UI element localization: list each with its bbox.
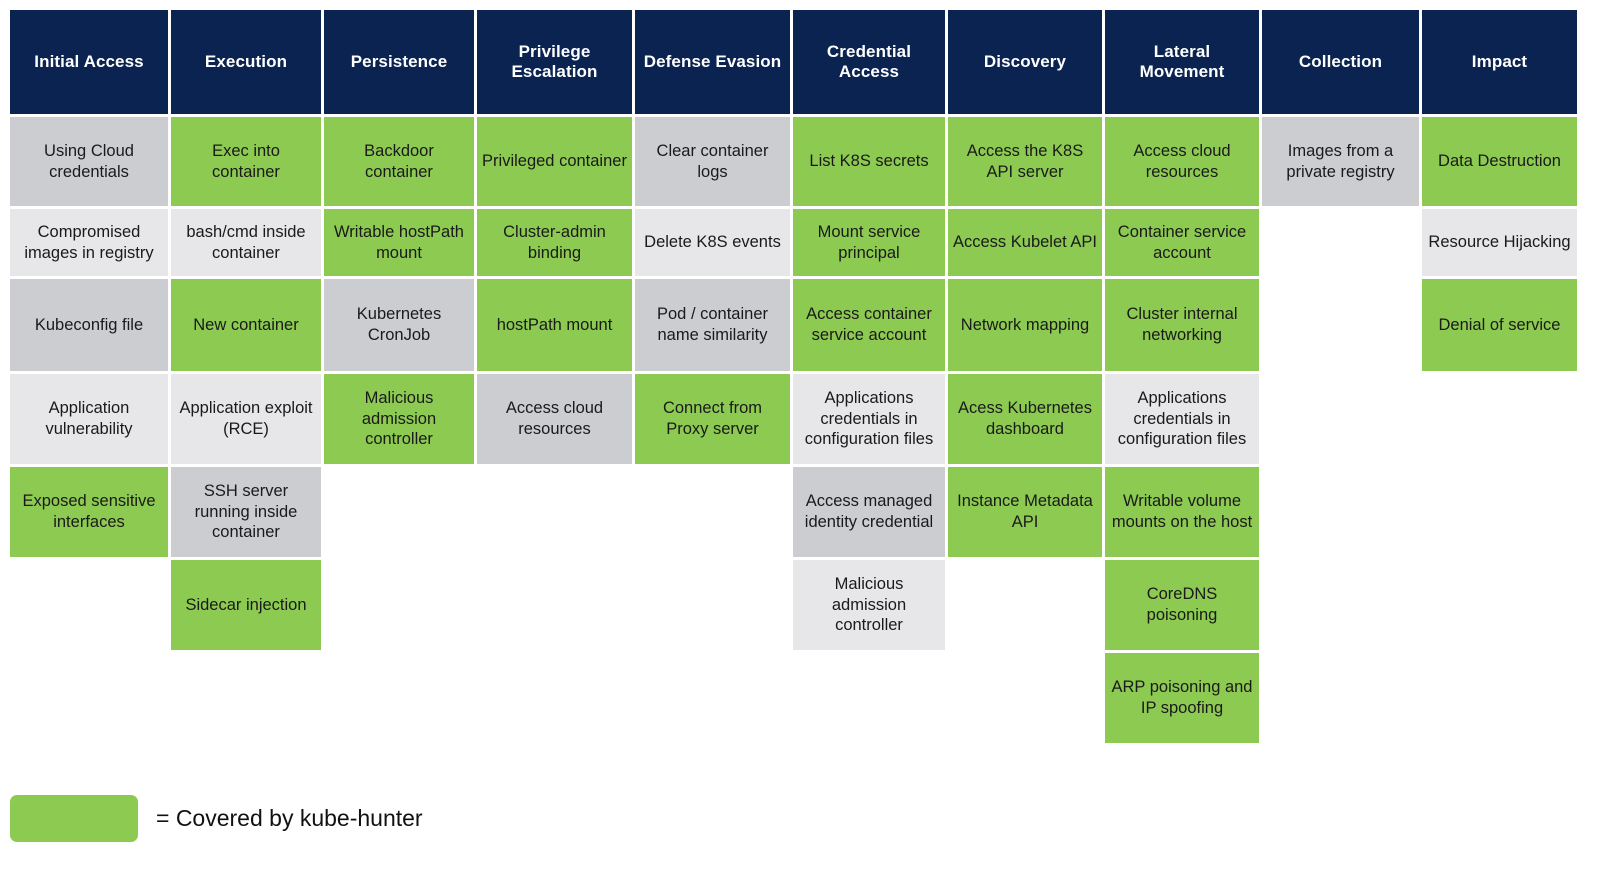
technique-cell[interactable]: Using Cloud credentials xyxy=(10,117,168,206)
technique-cell[interactable]: Delete K8S events xyxy=(635,209,790,276)
technique-cell[interactable]: Images from a private registry xyxy=(1262,117,1419,206)
technique-cell[interactable]: ARP poisoning and IP spoofing xyxy=(1105,653,1259,743)
technique-cell[interactable]: Network mapping xyxy=(948,279,1102,371)
technique-cell[interactable]: Backdoor container xyxy=(324,117,474,206)
technique-cell[interactable]: Malicious admission controller xyxy=(793,560,945,650)
technique-cell[interactable]: Kubernetes CronJob xyxy=(324,279,474,371)
technique-cell[interactable]: Access cloud resources xyxy=(1105,117,1259,206)
technique-cell[interactable]: Pod / container name similarity xyxy=(635,279,790,371)
technique-cell[interactable]: Access cloud resources xyxy=(477,374,632,464)
column-header-7[interactable]: Lateral Movement xyxy=(1105,10,1259,114)
technique-cell[interactable]: Access the K8S API server xyxy=(948,117,1102,206)
technique-cell[interactable]: Data Destruction xyxy=(1422,117,1577,206)
technique-cell[interactable]: Instance Metadata API xyxy=(948,467,1102,557)
column-header-0[interactable]: Initial Access xyxy=(10,10,168,114)
technique-cell[interactable]: Writable volume mounts on the host xyxy=(1105,467,1259,557)
technique-cell[interactable]: Connect from Proxy server xyxy=(635,374,790,464)
technique-cell[interactable]: Exec into container xyxy=(171,117,321,206)
column-header-5[interactable]: Credential Access xyxy=(793,10,945,114)
technique-cell[interactable]: Applications credentials in configuratio… xyxy=(1105,374,1259,464)
technique-cell[interactable]: Writable hostPath mount xyxy=(324,209,474,276)
technique-cell[interactable]: Application vulnerability xyxy=(10,374,168,464)
technique-cell[interactable]: Exposed sensitive interfaces xyxy=(10,467,168,557)
legend-label: = Covered by kube-hunter xyxy=(156,805,423,831)
technique-cell[interactable]: Cluster-admin binding xyxy=(477,209,632,276)
technique-cell[interactable]: List K8S secrets xyxy=(793,117,945,206)
column-header-4[interactable]: Defense Evasion xyxy=(635,10,790,114)
legend-color-swatch xyxy=(10,795,138,842)
technique-cell[interactable]: SSH server running inside container xyxy=(171,467,321,557)
technique-cell[interactable]: Denial of service xyxy=(1422,279,1577,371)
technique-cell[interactable]: Access container service account xyxy=(793,279,945,371)
technique-cell[interactable]: Container service account xyxy=(1105,209,1259,276)
technique-cell[interactable]: Sidecar injection xyxy=(171,560,321,650)
technique-cell[interactable]: Clear container logs xyxy=(635,117,790,206)
technique-cell[interactable]: Access Kubelet API xyxy=(948,209,1102,276)
technique-cell[interactable]: Application exploit (RCE) xyxy=(171,374,321,464)
technique-cell[interactable]: Access managed identity credential xyxy=(793,467,945,557)
technique-cell[interactable]: Cluster internal networking xyxy=(1105,279,1259,371)
column-header-9[interactable]: Impact xyxy=(1422,10,1577,114)
technique-cell[interactable]: bash/cmd inside container xyxy=(171,209,321,276)
technique-cell[interactable]: hostPath mount xyxy=(477,279,632,371)
technique-cell[interactable]: Privileged container xyxy=(477,117,632,206)
technique-cell[interactable]: Mount service principal xyxy=(793,209,945,276)
technique-cell[interactable]: Acess Kubernetes dashboard xyxy=(948,374,1102,464)
column-header-6[interactable]: Discovery xyxy=(948,10,1102,114)
legend: = Covered by kube-hunter xyxy=(10,795,423,842)
technique-cell[interactable]: Malicious admission controller xyxy=(324,374,474,464)
column-header-3[interactable]: Privilege Escalation xyxy=(477,10,632,114)
column-header-2[interactable]: Persistence xyxy=(324,10,474,114)
column-header-8[interactable]: Collection xyxy=(1262,10,1419,114)
column-header-1[interactable]: Execution xyxy=(171,10,321,114)
technique-cell[interactable]: Resource Hijacking xyxy=(1422,209,1577,276)
technique-cell[interactable]: New container xyxy=(171,279,321,371)
technique-cell[interactable]: Applications credentials in configuratio… xyxy=(793,374,945,464)
technique-cell[interactable]: Kubeconfig file xyxy=(10,279,168,371)
technique-cell[interactable]: Compromised images in registry xyxy=(10,209,168,276)
technique-cell[interactable]: CoreDNS poisoning xyxy=(1105,560,1259,650)
